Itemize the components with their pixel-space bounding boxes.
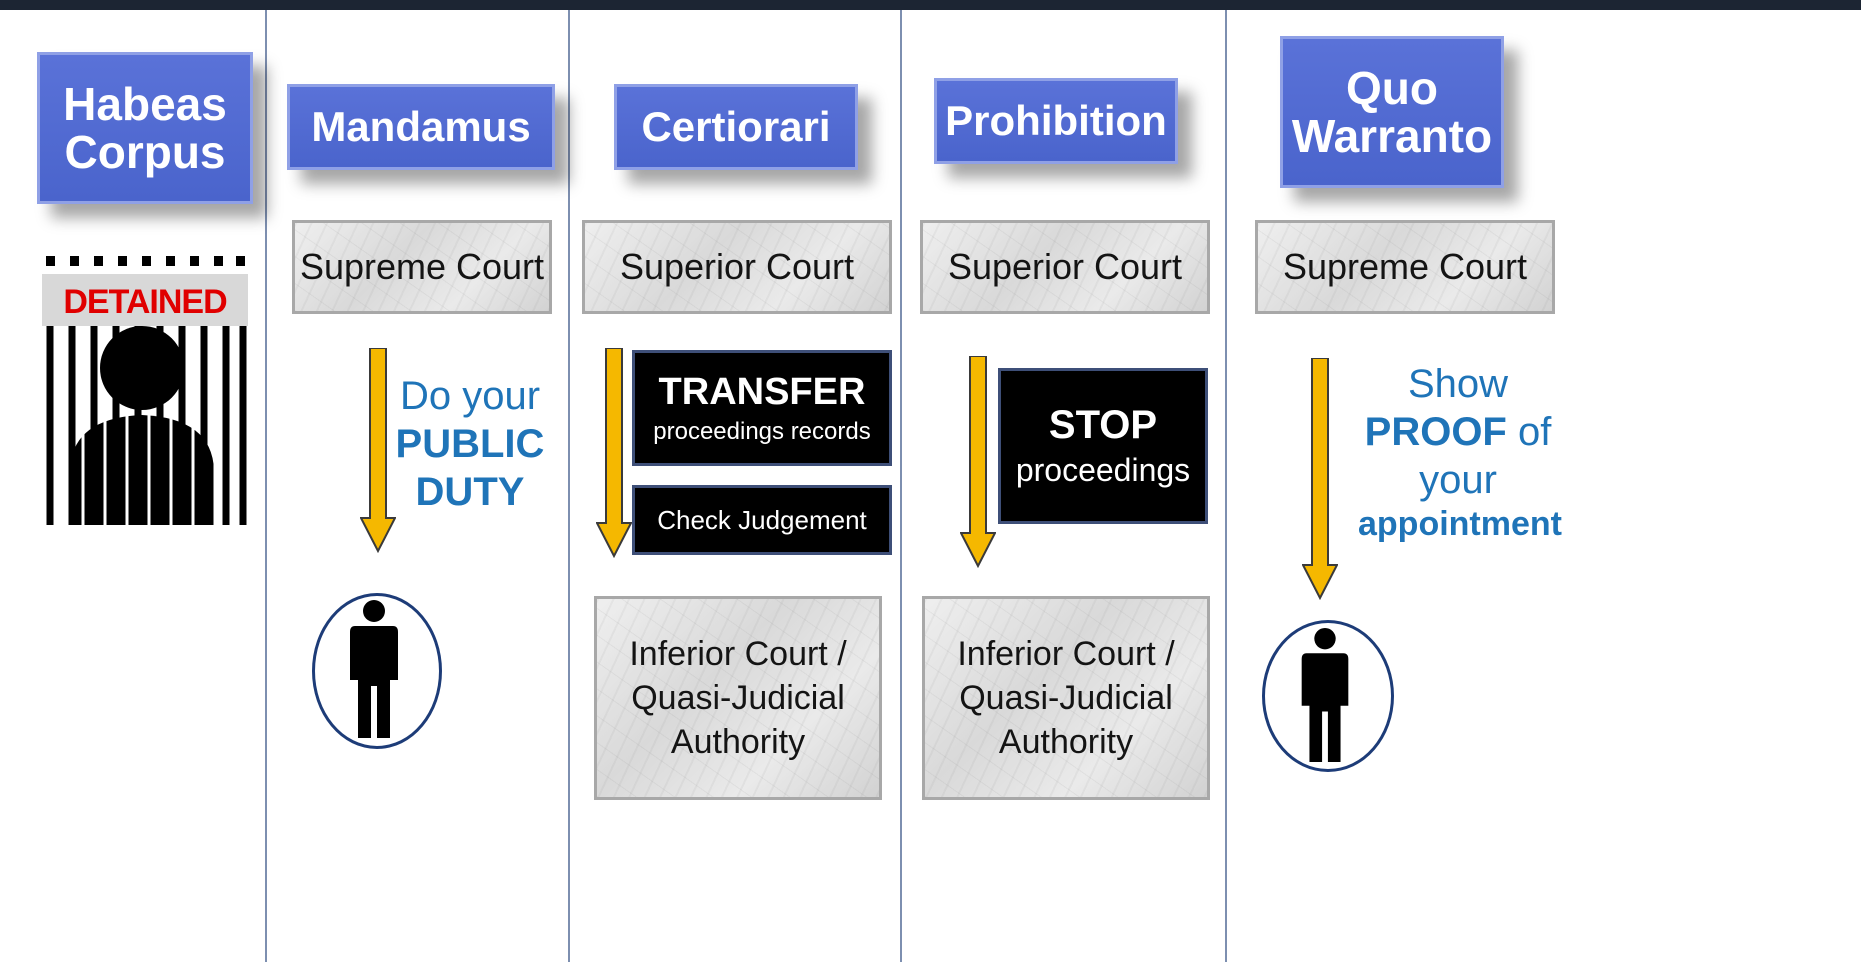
court-box: Superior Court [920, 220, 1210, 314]
transfer-order-box: TRANSFER proceedings records [632, 350, 892, 466]
inferior-court-box: Inferior Court / Quasi-Judicial Authorit… [922, 596, 1210, 800]
order-main: TRANSFER [658, 370, 866, 413]
quo-warranto-title: Quo Warranto [1280, 36, 1504, 188]
jail-bars-icon [42, 250, 248, 525]
prohibition-title: Prohibition [934, 78, 1178, 164]
command-emphasis: DUTY [415, 470, 525, 514]
court-box: Superior Court [582, 220, 892, 314]
command-line: Do your [399, 374, 541, 418]
command-text: Do your PUBLIC DUTY [390, 372, 550, 516]
court-box: Supreme Court [292, 220, 552, 314]
arrow-down-icon [1302, 358, 1338, 600]
command-emphasis: PUBLIC [395, 422, 545, 466]
order-sub: proceedings [1015, 452, 1191, 488]
inferior-court-box: Inferior Court / Quasi-Judicial Authorit… [594, 596, 882, 800]
order-line: Check Judgement [657, 504, 867, 535]
mandamus-title: Mandamus [287, 84, 555, 170]
command-emphasis: PROOF [1364, 410, 1507, 454]
habeas-corpus-title: Habeas Corpus [37, 52, 253, 204]
person-icon [1301, 627, 1349, 763]
court-box: Supreme Court [1255, 220, 1555, 314]
column-divider [265, 10, 267, 962]
person-icon [350, 600, 398, 738]
column-divider [568, 10, 570, 962]
certiorari-title: Certiorari [614, 84, 858, 170]
detained-label: DETAINED [63, 282, 227, 321]
command-emphasis: appointment [1358, 505, 1562, 543]
command-word: of [1518, 410, 1552, 454]
stop-order-box: STOP proceedings [998, 368, 1208, 524]
column-divider [900, 10, 902, 962]
arrow-down-icon [960, 356, 996, 568]
order-main: STOP [1048, 403, 1158, 447]
order-sub: proceedings records [653, 417, 871, 445]
diagram-panel [0, 10, 1861, 962]
check-judgement-box: Check Judgement [632, 485, 892, 555]
command-line: PROOF of [1358, 408, 1558, 456]
column-divider [1225, 10, 1227, 962]
arrow-down-icon [360, 348, 396, 553]
arrow-down-icon [596, 348, 632, 558]
command-line: Show [1407, 362, 1509, 406]
command-line: your [1419, 458, 1497, 502]
command-text: Show PROOF of your appointment [1358, 360, 1562, 545]
